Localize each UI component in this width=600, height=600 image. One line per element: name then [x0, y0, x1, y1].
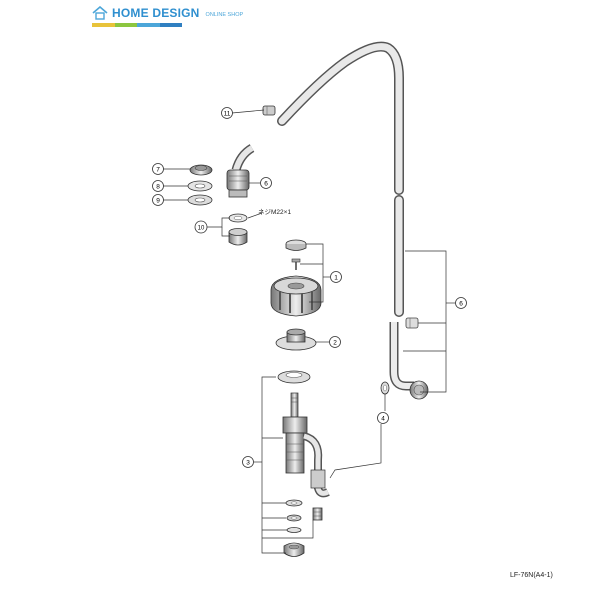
callout-11: 11 — [221, 107, 233, 119]
leader-lines — [163, 109, 455, 554]
union-nut — [409, 380, 429, 400]
callout-4-label: 4 — [381, 416, 385, 423]
valve-washer-3 — [286, 527, 302, 533]
clip-part-11 — [262, 105, 276, 116]
callout-6-lower-label: 6 — [459, 301, 463, 308]
callout-1-label: 1 — [334, 275, 338, 282]
callout-1: 1 — [330, 271, 342, 283]
handle-knob — [270, 275, 322, 317]
callout-2: 2 — [329, 336, 341, 348]
callout-6-lower: 6 — [455, 297, 467, 309]
logo-color-bar — [92, 23, 182, 27]
callout-6-upper: 6 — [260, 177, 272, 189]
valve-stem — [290, 392, 299, 418]
callout-7: 7 — [152, 163, 164, 175]
escutcheon-part-2 — [275, 328, 317, 351]
callout-3-label: 3 — [246, 460, 250, 467]
callout-6-upper-label: 6 — [264, 181, 268, 188]
callout-9-label: 9 — [156, 198, 160, 205]
flange-plate — [277, 370, 311, 384]
pipe-sleeve — [405, 317, 419, 329]
valve-bottom-nut — [283, 542, 305, 557]
logo-bar-segment-3 — [137, 23, 160, 27]
logo-sub-text: ONLINE SHOP — [205, 12, 244, 18]
valve-washer-2 — [286, 514, 302, 522]
figure-code: LF-76N(A4-1) — [510, 572, 553, 579]
washer-part-4 — [380, 381, 390, 395]
logo-bar-segment-4 — [159, 23, 182, 27]
callout-7-label: 7 — [156, 167, 160, 174]
washer-part-8 — [187, 180, 213, 192]
callout-11-label: 11 — [224, 111, 231, 118]
logo-bar-segment-1 — [92, 23, 115, 27]
seal-part-10 — [228, 213, 248, 246]
washer-part-9 — [187, 194, 213, 206]
callout-10-label: 10 — [198, 226, 205, 232]
home-design-logo: HOME DESIGN ONLINE SHOP — [92, 6, 244, 27]
callout-10: 10 — [194, 220, 208, 234]
logo-bar-segment-2 — [114, 23, 137, 27]
callout-3: 3 — [242, 456, 254, 468]
house-logo-icon — [92, 6, 108, 20]
screw-spec-note: ネジM22×1 — [258, 208, 291, 216]
lower-bent-pipe — [389, 322, 414, 391]
callout-8: 8 — [152, 180, 164, 192]
spout-adapter — [226, 144, 255, 198]
callout-2-label: 2 — [333, 340, 337, 347]
valve-washer-1 — [285, 499, 303, 507]
nut-part-7 — [189, 164, 213, 176]
handle-cap — [285, 239, 307, 251]
valve-nipple — [312, 507, 323, 521]
spout-pipe — [277, 41, 404, 317]
callout-9: 9 — [152, 194, 164, 206]
handle-screw — [291, 258, 301, 270]
callout-8-label: 8 — [156, 184, 160, 191]
callout-4: 4 — [377, 412, 389, 424]
logo-brand-text: HOME DESIGN — [112, 6, 200, 20]
valve-body — [282, 416, 330, 498]
